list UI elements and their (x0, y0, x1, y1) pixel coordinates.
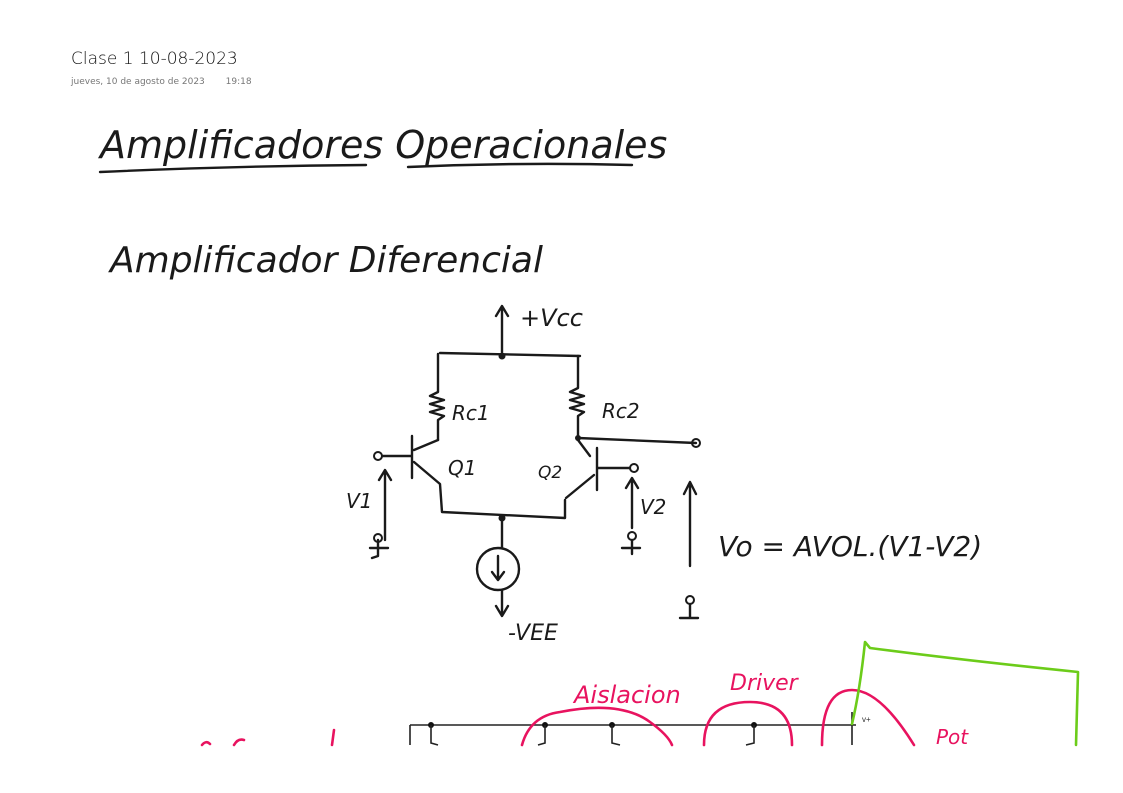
green-bracket (850, 640, 1080, 747)
subheading-text: Amplificador Diferencial (108, 240, 543, 281)
q1-label: Q1 (448, 456, 476, 480)
q2-label: Q2 (538, 463, 562, 483)
v2-arrow-icon (624, 476, 640, 530)
rc1-resistor (428, 352, 446, 442)
v1-arrow-icon (377, 468, 393, 542)
page-time: 19:18 (225, 77, 252, 87)
pink-scribble (200, 728, 336, 747)
vo-ground-icon (678, 602, 700, 620)
pot-label: Pot (936, 725, 969, 749)
v1-ground-icon (368, 538, 390, 560)
formula-text: Vo = AVOL.(V1-V2) (718, 530, 982, 563)
rc2-resistor (568, 354, 698, 445)
differential-amplifier-circuit: +Vcc Rc1 Rc2 Q1 Q2 V1 V2 -VEE (346, 304, 982, 646)
q2-transistor (564, 438, 632, 500)
pasted-schematic: v+ (409, 712, 871, 746)
rc2-label: Rc2 (602, 399, 640, 423)
page-meta: jueves, 10 de agosto de 2023 19:18 (71, 77, 252, 87)
heading-underline-2 (406, 162, 634, 169)
vee-wire (494, 516, 510, 618)
page-title[interactable]: Clase 1 10-08-2023 (71, 49, 238, 69)
vcc-arrow-icon (494, 304, 510, 354)
vcc-label: +Vcc (520, 304, 583, 332)
driver-label: Driver (730, 671, 800, 696)
vo-arrow-icon (682, 480, 698, 568)
v2-ground-icon (620, 538, 642, 556)
v2-label: V2 (640, 495, 666, 519)
heading-text: Amplificadores Operacionales (97, 123, 667, 167)
current-source-icon (475, 546, 521, 592)
q1-transistor (381, 434, 567, 520)
vcc-rail (438, 351, 582, 358)
aislacion-label: Aislacion (572, 681, 681, 709)
rc1-label: Rc1 (452, 401, 490, 425)
vee-label: -VEE (508, 621, 558, 646)
vplus-label: v+ (862, 715, 871, 724)
v1-label: V1 (346, 489, 372, 513)
heading-underline-1 (98, 163, 368, 174)
pot-bracket (820, 688, 916, 747)
driver-bracket (702, 700, 794, 747)
page-date: jueves, 10 de agosto de 2023 (71, 77, 205, 87)
aislacion-bracket (520, 706, 674, 747)
